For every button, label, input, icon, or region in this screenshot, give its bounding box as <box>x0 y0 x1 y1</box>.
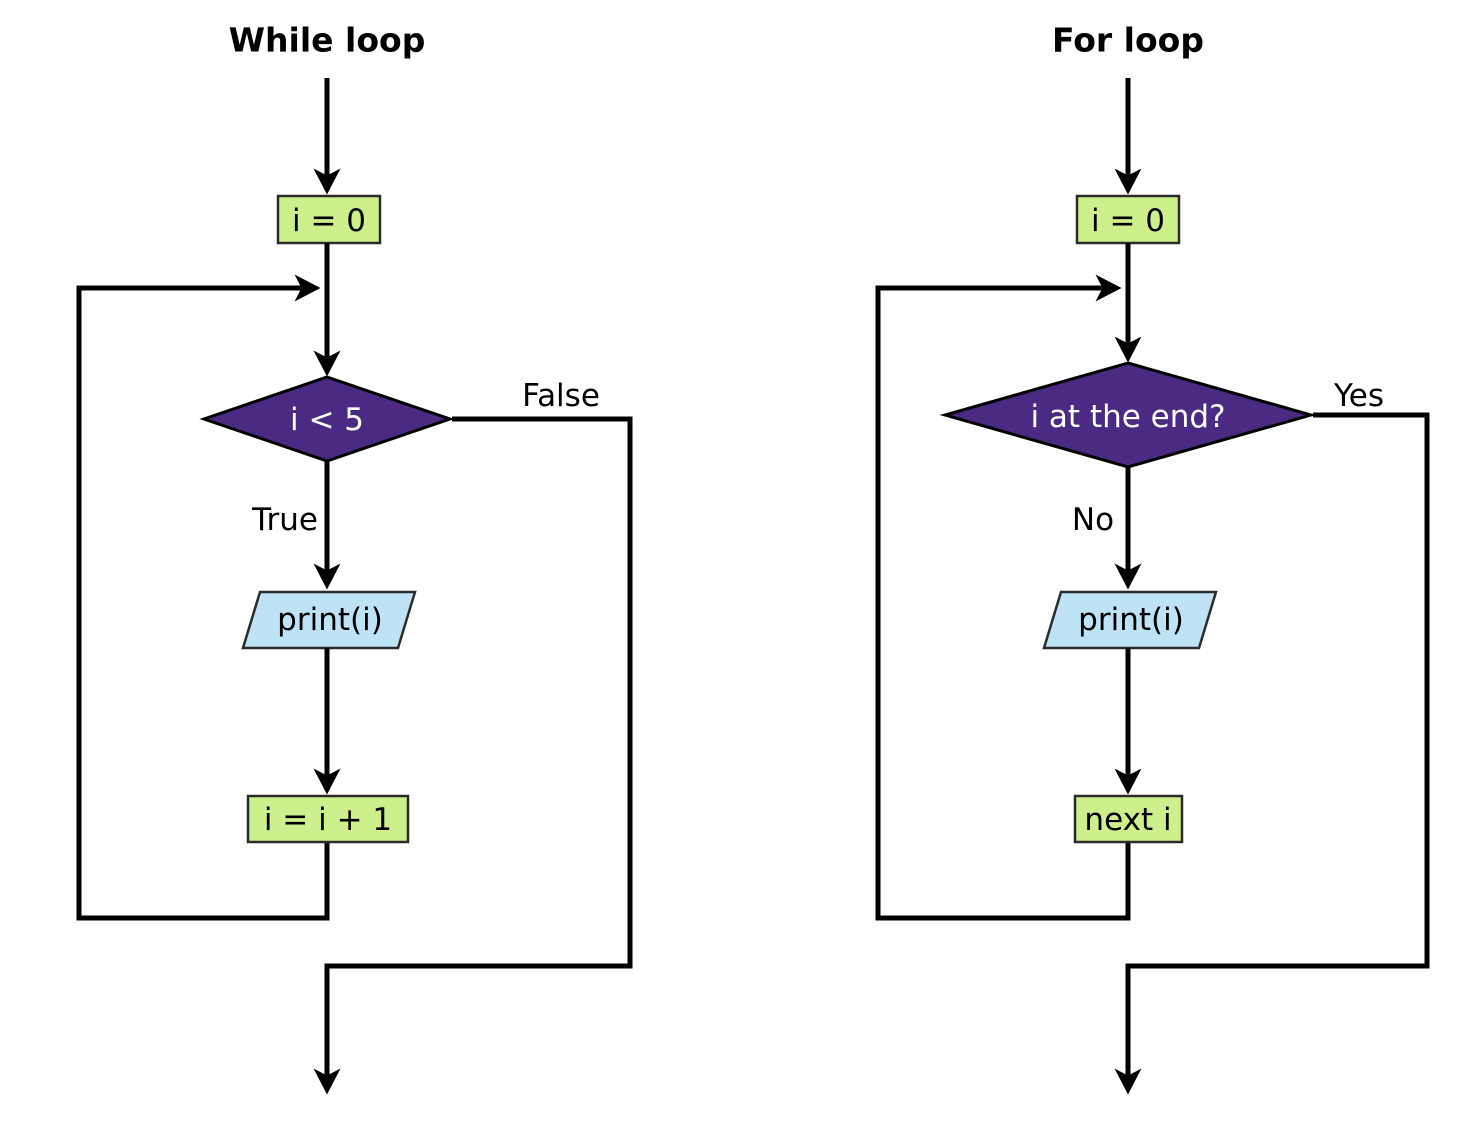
while-node-init: i = 0 <box>276 194 382 245</box>
while-node-output: print(i) <box>241 590 417 650</box>
while-decision-label: i < 5 <box>290 402 364 438</box>
while-init-label: i = 0 <box>292 203 366 239</box>
while-increment-box <box>246 794 410 844</box>
while-node-decision: i < 5 <box>199 375 455 463</box>
for-node-init: i = 0 <box>1075 194 1181 245</box>
for-node-increment: next i <box>1073 794 1184 844</box>
while-false-label: False <box>522 378 600 414</box>
for-yes-edge <box>1114 412 1430 1095</box>
for-increment-label: next i <box>1084 802 1171 838</box>
for-output-parallelogram <box>1042 590 1218 650</box>
while-loop-panel: While loop i = 0 i < 5 False True print(… <box>76 21 633 1095</box>
while-increment-label: i = i + 1 <box>264 802 392 838</box>
for-node-decision: i at the end? <box>939 361 1317 469</box>
while-loopback-edge <box>76 274 330 921</box>
while-output-label: print(i) <box>277 602 383 638</box>
while-false-edge <box>313 416 633 1095</box>
while-loop-title: While loop <box>229 21 426 60</box>
for-output-label: print(i) <box>1078 602 1184 638</box>
while-node-increment: i = i + 1 <box>246 794 410 844</box>
while-true-label: True <box>251 502 318 538</box>
for-increment-box <box>1073 794 1184 844</box>
for-no-label: No <box>1072 502 1114 538</box>
for-loop-title: For loop <box>1052 21 1204 60</box>
for-loopback-edge <box>875 274 1131 921</box>
for-yes-label: Yes <box>1333 378 1384 414</box>
for-init-label: i = 0 <box>1091 203 1165 239</box>
for-decision-label: i at the end? <box>1030 399 1225 435</box>
for-loop-panel: For loop i = 0 i at the end? Yes No prin… <box>875 21 1430 1095</box>
while-output-parallelogram <box>241 590 417 650</box>
for-node-output: print(i) <box>1042 590 1218 650</box>
